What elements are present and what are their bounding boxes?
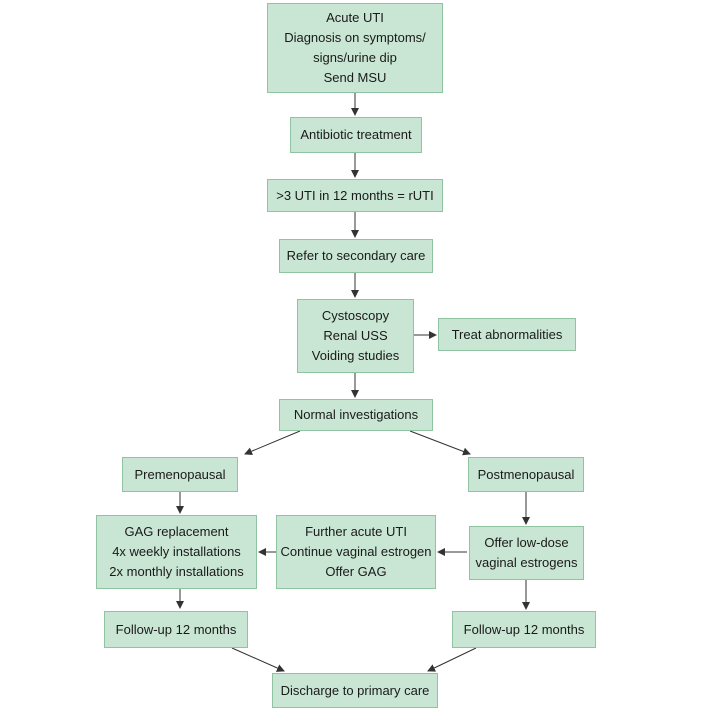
node-text-line: Treat abnormalities <box>451 326 563 342</box>
node-text-line: Renal USS <box>323 328 388 343</box>
node-text-line: Send MSU <box>323 70 387 85</box>
node-further-acute-uti: Further acute UTI Continue vaginal estrog… <box>276 515 436 589</box>
node-antibiotic-treatment: Antibiotic treatment <box>290 117 422 153</box>
node-text-line: Cystoscopy <box>321 308 390 323</box>
node-offer-vaginal-estrogens: Offer low-dose vaginal estrogens <box>469 526 584 580</box>
node-text-line: Acute UTI <box>326 10 384 25</box>
node-text-line: Follow-up 12 months <box>463 621 585 637</box>
node-text-line: Continue vaginal estrogen <box>280 544 432 559</box>
node-text-line: Discharge to primary care <box>280 682 430 698</box>
node-text-line: Follow-up 12 months <box>115 621 237 637</box>
node-discharge-primary-care: Discharge to primary care <box>272 673 438 708</box>
node-followup-right: Follow-up 12 months <box>452 611 596 648</box>
node-treat-abnormalities: Treat abnormalities <box>438 318 576 351</box>
node-text-line: Diagnosis on symptoms/ <box>284 30 426 45</box>
arrow-normal-to-postmenopausal <box>409 430 471 456</box>
node-text-line: 4x weekly installations <box>112 544 241 559</box>
node-text-line: Voiding studies <box>311 348 400 363</box>
node-text-line: Refer to secondary care <box>286 248 426 263</box>
node-text-line: Offer low-dose <box>484 535 569 550</box>
node-text-line: Further acute UTI <box>305 524 407 539</box>
node-acute-uti: Acute UTI Diagnosis on symptoms/signs/uri… <box>267 3 443 93</box>
node-postmenopausal: Postmenopausal <box>468 457 584 492</box>
arrow-followup-left-to-discharge <box>231 647 285 672</box>
node-text-line: GAG replacement <box>124 524 229 539</box>
node-text-line: >3 UTI in 12 months = rUTI <box>276 187 434 203</box>
node-text-line: vaginal estrogens <box>475 555 578 570</box>
node-recurrent-uti: >3 UTI in 12 months = rUTI <box>267 179 443 212</box>
node-premenopausal: Premenopausal <box>122 457 238 492</box>
node-text-line: signs/urine dip <box>313 50 397 65</box>
node-gag-replacement: GAG replacement 4x weekly installations 2x… <box>96 515 257 589</box>
node-followup-left: Follow-up 12 months <box>104 611 248 648</box>
arrow-followup-right-to-discharge <box>427 647 477 672</box>
node-text-line: Normal investigations <box>293 407 419 422</box>
node-refer-secondary-care: Refer to secondary care <box>279 239 433 273</box>
node-text-line: 2x monthly installations <box>109 564 244 579</box>
node-text-line: Antibiotic treatment <box>300 127 412 142</box>
node-normal-investigations: Normal investigations <box>279 399 433 431</box>
arrow-normal-to-premenopausal <box>244 430 301 455</box>
node-text-line: Postmenopausal <box>477 466 575 482</box>
node-text-line: Premenopausal <box>134 466 226 482</box>
node-text-line: Offer GAG <box>325 564 387 579</box>
